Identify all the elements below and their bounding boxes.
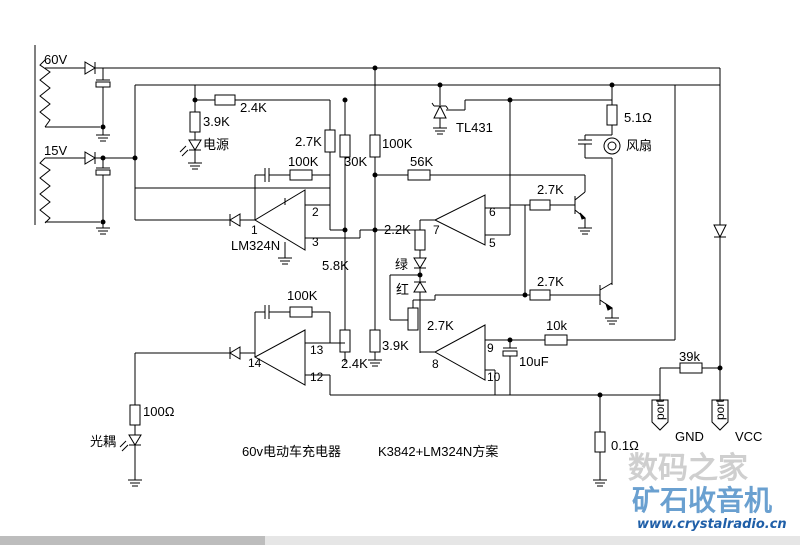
scrollbar-thumb[interactable] bbox=[0, 536, 265, 545]
diode-opamp-4 bbox=[134, 346, 255, 405]
led-branch bbox=[389, 220, 525, 353]
diode-15v bbox=[75, 151, 135, 235]
label-pin6: 6 bbox=[489, 205, 496, 219]
label-r01: 0.1Ω bbox=[611, 438, 639, 453]
label-r100ohm: 100Ω bbox=[143, 404, 175, 419]
diode-opamp-1 bbox=[134, 188, 255, 227]
transistor-2 bbox=[522, 205, 619, 325]
label-gnd: GND bbox=[675, 429, 704, 444]
label-c10uf: 10uF bbox=[519, 354, 549, 369]
label-fan: 风扇 bbox=[626, 138, 652, 153]
label-pin1: 1 bbox=[251, 223, 258, 237]
label-pin5: 5 bbox=[489, 236, 496, 250]
divider-column bbox=[339, 68, 382, 367]
label-pin12: 12 bbox=[310, 370, 324, 384]
label-r24k-b: 2.4K bbox=[341, 356, 368, 371]
ref-link bbox=[329, 205, 348, 233]
watermark-url: www.crystalradio.cn bbox=[637, 517, 787, 532]
sense-rail bbox=[330, 362, 720, 487]
label-power: 电源 bbox=[203, 137, 229, 152]
label-r100k-b: 100K bbox=[382, 136, 413, 151]
label-r39k-c: 39k bbox=[679, 349, 700, 364]
label-r100k-a: 100K bbox=[288, 154, 319, 169]
tl431 bbox=[431, 82, 466, 135]
transistor-1 bbox=[510, 191, 592, 235]
port-tags bbox=[651, 399, 729, 431]
label-lm324n: LM324N bbox=[231, 238, 280, 253]
opamp-2 bbox=[375, 97, 612, 246]
label-pin7: 7 bbox=[433, 223, 440, 237]
label-port-vcc: port bbox=[713, 399, 727, 420]
label-pin10: 10 bbox=[487, 370, 501, 384]
optocoupler bbox=[119, 404, 142, 487]
label-r27k-c: 2.7K bbox=[537, 274, 564, 289]
label-optocoupler: 光耦 bbox=[90, 434, 116, 449]
label-pin14: 14 bbox=[248, 356, 262, 370]
label-red: 红 bbox=[396, 282, 409, 297]
label-r27k-a: 2.7K bbox=[295, 134, 322, 149]
label-pin8: 8 bbox=[432, 357, 439, 371]
diode-60v bbox=[75, 61, 720, 80]
label-r27k-d: 2.7K bbox=[427, 318, 454, 333]
power-led-branch bbox=[179, 100, 202, 170]
watermark-cn2: 矿石收音机 bbox=[632, 484, 772, 517]
label-r10k: 10k bbox=[546, 318, 567, 333]
schematic-title: 60v电动车充电器 bbox=[242, 444, 341, 459]
label-r22k: 2.2K bbox=[384, 222, 411, 237]
opamp-1-feedback bbox=[254, 168, 330, 220]
label-r56k: 56K bbox=[410, 154, 433, 169]
opamp-3 bbox=[420, 85, 676, 395]
rail-15v bbox=[132, 84, 720, 205]
label-r24k-a: 2.4K bbox=[240, 100, 267, 115]
capacitor-60v bbox=[95, 79, 111, 142]
schematic-subtitle: K3842+LM324N方案 bbox=[378, 444, 498, 459]
label-tl431: TL431 bbox=[456, 120, 493, 135]
label-pin9: 9 bbox=[487, 341, 494, 355]
opamp-4 bbox=[253, 329, 331, 395]
horizontal-scrollbar[interactable] bbox=[0, 536, 800, 545]
label-r58k: 5.8K bbox=[322, 258, 349, 273]
label-r100k-c: 100K bbox=[287, 288, 318, 303]
fan-branch bbox=[578, 82, 621, 285]
label-60v: 60V bbox=[44, 52, 67, 67]
watermark-cn: 数码之家 bbox=[628, 451, 748, 486]
label-r39k-b: 3.9K bbox=[382, 338, 409, 353]
vcc-diode bbox=[713, 68, 727, 400]
transformer bbox=[34, 45, 100, 225]
label-15v: 15V bbox=[44, 143, 67, 158]
label-vcc: VCC bbox=[735, 429, 762, 444]
opamp-4-feedback bbox=[254, 305, 345, 357]
label-green: 绿 bbox=[395, 257, 408, 272]
label-pin3: 3 bbox=[312, 235, 319, 249]
label-pin13: 13 bbox=[310, 343, 324, 357]
label-r30k: 30K bbox=[344, 154, 367, 169]
label-pin2: 2 bbox=[312, 205, 319, 219]
label-r39k-a: 3.9K bbox=[203, 114, 230, 129]
label-r51: 5.1Ω bbox=[624, 110, 652, 125]
label-r27k-b: 2.7K bbox=[537, 182, 564, 197]
label-port-gnd: port bbox=[653, 399, 667, 420]
